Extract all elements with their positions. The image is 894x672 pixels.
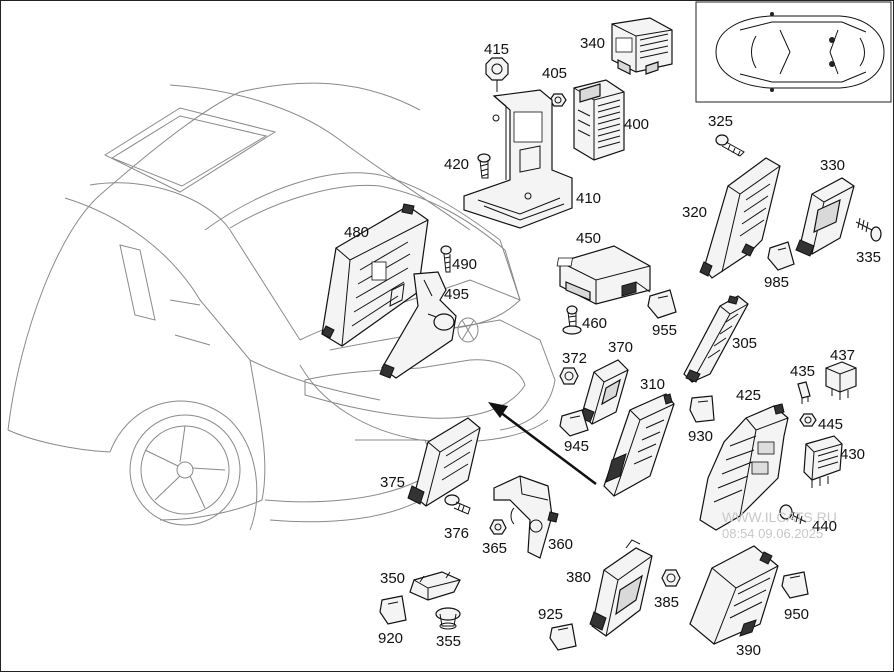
part-495-bracket[interactable] <box>379 271 457 379</box>
label-340[interactable]: 340 <box>580 35 605 52</box>
part-430-relay-module[interactable] <box>803 435 843 488</box>
label-305[interactable]: 305 <box>732 335 757 352</box>
label-437[interactable]: 437 <box>830 347 855 364</box>
label-480[interactable]: 480 <box>344 224 369 241</box>
car-thumbnail <box>695 1 892 103</box>
part-437-relay[interactable] <box>825 361 857 400</box>
label-385[interactable]: 385 <box>654 594 679 611</box>
label-360[interactable]: 360 <box>548 536 573 553</box>
part-360-bracket[interactable] <box>493 475 559 559</box>
location-arrow <box>488 402 597 485</box>
part-350-sensor[interactable] <box>409 571 461 601</box>
part-435-fuse[interactable] <box>797 381 811 404</box>
label-355[interactable]: 355 <box>436 633 461 650</box>
part-405-nut[interactable] <box>549 93 567 107</box>
part-380-control-unit[interactable] <box>589 539 653 637</box>
part-376-bolt[interactable] <box>444 494 471 515</box>
watermark-timestamp: 08:54 09.06.2025 <box>722 526 823 541</box>
part-320-control-module[interactable] <box>699 157 781 279</box>
label-430[interactable]: 430 <box>840 446 865 463</box>
car-body-outline <box>7 82 556 531</box>
label-400[interactable]: 400 <box>624 116 649 133</box>
part-375-control-unit[interactable] <box>407 417 481 507</box>
part-955-connector[interactable] <box>647 289 677 319</box>
part-460-bolt[interactable] <box>562 305 582 335</box>
label-370[interactable]: 370 <box>608 339 633 356</box>
part-390-control-unit[interactable] <box>689 545 779 645</box>
part-930-connector[interactable] <box>689 395 715 423</box>
label-925[interactable]: 925 <box>538 606 563 623</box>
label-375[interactable]: 375 <box>380 474 405 491</box>
part-365-nut[interactable] <box>489 519 507 535</box>
label-425[interactable]: 425 <box>736 387 761 404</box>
part-415-nut[interactable] <box>485 57 509 92</box>
label-440[interactable]: 440 <box>812 518 837 535</box>
label-380[interactable]: 380 <box>566 569 591 586</box>
part-355-clip[interactable] <box>435 607 461 630</box>
label-945[interactable]: 945 <box>564 438 589 455</box>
part-370-control-unit[interactable] <box>579 359 629 425</box>
part-450-control-unit[interactable] <box>556 245 651 305</box>
label-445[interactable]: 445 <box>818 416 843 433</box>
label-435[interactable]: 435 <box>790 363 815 380</box>
label-335[interactable]: 335 <box>856 249 881 266</box>
label-410[interactable]: 410 <box>576 190 601 207</box>
label-420[interactable]: 420 <box>444 156 469 173</box>
label-405[interactable]: 405 <box>542 65 567 82</box>
label-920[interactable]: 920 <box>378 630 403 647</box>
label-350[interactable]: 350 <box>380 570 405 587</box>
label-390[interactable]: 390 <box>736 642 761 659</box>
label-460[interactable]: 460 <box>582 315 607 332</box>
label-310[interactable]: 310 <box>640 376 665 393</box>
part-925-connector[interactable] <box>549 623 577 651</box>
part-420-screw[interactable] <box>477 153 491 179</box>
label-376[interactable]: 376 <box>444 525 469 542</box>
part-440-clip[interactable] <box>779 504 807 525</box>
label-330[interactable]: 330 <box>820 157 845 174</box>
part-410-bracket[interactable] <box>463 89 573 229</box>
watermark-site: WWW.ILCATS.RU <box>722 509 837 525</box>
part-305-control-module[interactable] <box>683 295 749 383</box>
label-325[interactable]: 325 <box>708 113 733 130</box>
part-985-connector[interactable] <box>767 241 795 271</box>
label-372[interactable]: 372 <box>562 350 587 367</box>
part-945-connector[interactable] <box>559 409 589 437</box>
part-385-nut[interactable] <box>661 569 681 587</box>
label-365[interactable]: 365 <box>482 540 507 557</box>
part-335-clip[interactable] <box>855 217 882 242</box>
part-310-control-module[interactable] <box>603 393 675 497</box>
label-415[interactable]: 415 <box>484 41 509 58</box>
label-490[interactable]: 490 <box>452 256 477 273</box>
part-372-nut[interactable] <box>559 367 579 385</box>
part-445-nut[interactable] <box>799 413 817 427</box>
part-920-connector[interactable] <box>379 595 407 625</box>
label-450[interactable]: 450 <box>576 230 601 247</box>
part-325-screw[interactable] <box>715 134 745 157</box>
label-950[interactable]: 950 <box>784 606 809 623</box>
part-340-control-unit[interactable] <box>611 17 673 75</box>
label-495[interactable]: 495 <box>444 286 469 303</box>
part-490-bolt[interactable] <box>440 245 452 273</box>
label-985[interactable]: 985 <box>764 274 789 291</box>
part-330-control-unit[interactable] <box>795 177 855 257</box>
label-955[interactable]: 955 <box>652 322 677 339</box>
part-950-connector[interactable] <box>781 571 809 599</box>
part-425-fuse-box[interactable] <box>699 403 789 531</box>
label-320[interactable]: 320 <box>682 204 707 221</box>
label-930[interactable]: 930 <box>688 428 713 445</box>
part-400-control-unit[interactable] <box>573 79 625 161</box>
